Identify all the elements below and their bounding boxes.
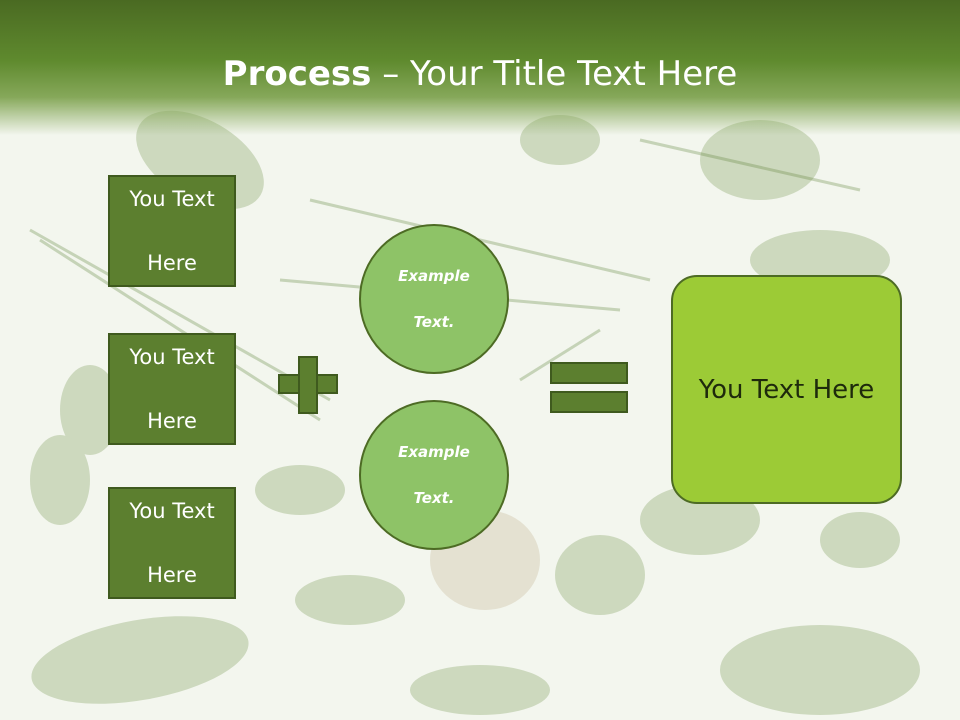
circle-text: Example — [398, 266, 470, 285]
result-box: You Text Here — [671, 275, 902, 504]
title-rest: Your Title Text Here — [410, 54, 738, 94]
input-box-text: Here — [147, 251, 197, 275]
input-box-text: You Text — [129, 187, 215, 211]
input-box-text: Here — [147, 563, 197, 587]
title-banner — [0, 0, 960, 135]
input-box-text: You Text — [129, 345, 215, 369]
circle-text: Text. — [413, 488, 455, 507]
input-box-text: Here — [147, 409, 197, 433]
title-dash: – — [371, 54, 411, 94]
input-box-text: You Text — [129, 499, 215, 523]
title-bold: Process — [222, 54, 372, 94]
page-title: Process – Your Title Text Here — [0, 52, 960, 96]
circle-text: Example — [398, 442, 470, 461]
result-text: You Text Here — [698, 374, 875, 405]
circle-text: Text. — [413, 312, 455, 331]
